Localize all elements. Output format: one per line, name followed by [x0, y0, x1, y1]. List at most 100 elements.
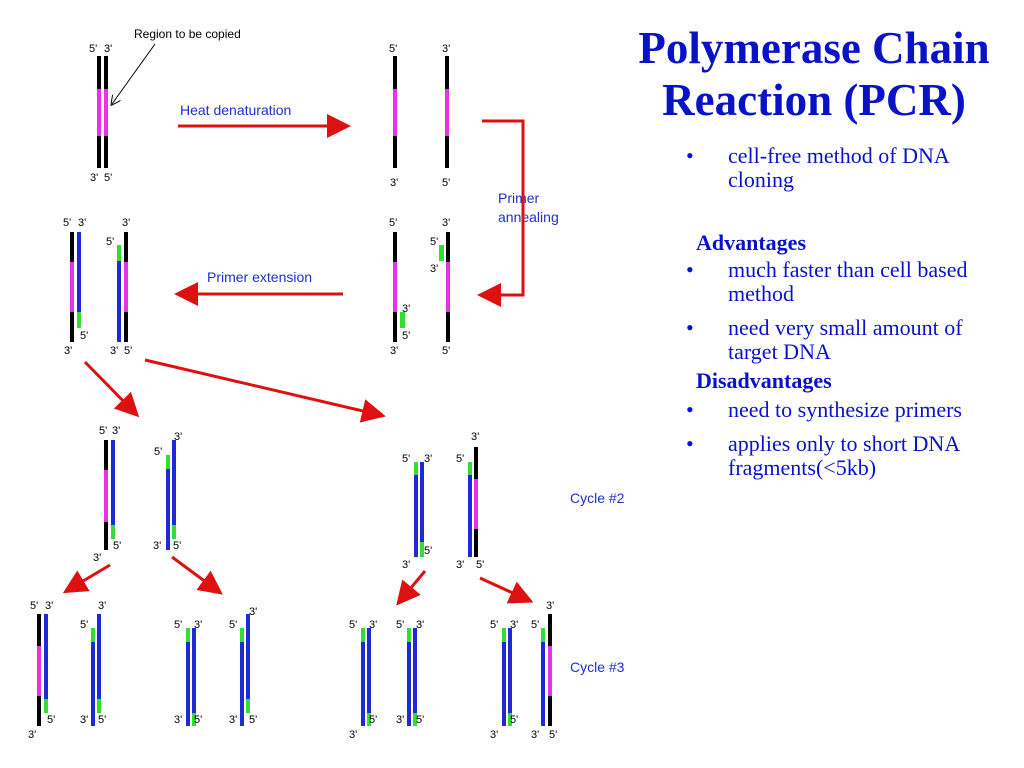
end-3-label: 3': [249, 606, 257, 618]
end-5-label: 5': [430, 236, 438, 248]
end-3-label: 3': [424, 453, 432, 465]
dna-segment: [468, 475, 472, 557]
primer: [468, 462, 472, 475]
end-3-label: 3': [416, 619, 424, 631]
advantages-heading: Advantages: [696, 230, 807, 255]
primer: [97, 699, 101, 713]
dna-segment: [548, 614, 552, 646]
process-arrows: [62, 114, 534, 606]
dna-segment: [413, 628, 417, 713]
dna-segment: [361, 642, 365, 726]
intro-bullet: • cell-free method of DNA cloning: [686, 144, 1014, 192]
end-5-label: 5': [456, 453, 464, 465]
bullet-dot: •: [686, 315, 694, 340]
end-3-label: 3': [456, 559, 464, 571]
end-5-label: 5': [47, 714, 55, 726]
end-5-label: 5': [510, 714, 518, 726]
end-5-label: 5': [549, 729, 557, 741]
dna-segment: [393, 89, 397, 136]
end-3-label: 3': [153, 540, 161, 552]
dna-segment: [117, 261, 121, 342]
end-5-label: 5': [416, 714, 424, 726]
dna-segment: [124, 232, 128, 262]
disadvantage-item: • applies only to short DNA fragments(<5…: [686, 432, 1014, 480]
dna-segment: [104, 522, 108, 550]
dna-segment: [393, 262, 397, 312]
dna-segment: [97, 614, 101, 699]
dna-segment: [37, 646, 41, 696]
dna-segment: [104, 89, 108, 136]
primer: [117, 245, 121, 261]
end-3-label: 3': [442, 43, 450, 55]
cycle-arrow-a: [83, 360, 140, 418]
end-3-label: 3': [390, 177, 398, 189]
dna-segment: [474, 529, 478, 557]
dna-segment: [186, 642, 190, 726]
end-5-label: 5': [194, 714, 202, 726]
primer: [166, 455, 170, 469]
end-5-label: 5': [389, 43, 397, 55]
dna-segment: [393, 312, 397, 342]
advantage-item: • need very small amount of target DNA: [686, 316, 1014, 364]
end-5-label: 5': [113, 540, 121, 552]
end-3-label: 3': [45, 600, 53, 612]
primer-annealing-label-2: annealing: [498, 209, 559, 225]
end-3-label: 3': [93, 552, 101, 564]
primer: [246, 699, 250, 713]
cycle-arrow-b: [144, 358, 386, 423]
dna-segment: [172, 440, 176, 525]
dna-segment: [111, 440, 115, 525]
primer: [400, 312, 405, 328]
primer: [508, 713, 512, 726]
end-5-label: 5': [349, 619, 357, 631]
primer-extension-label: Primer extension: [207, 269, 312, 285]
end-3-label: 3': [349, 729, 357, 741]
advantage-text: much faster than cell based method: [728, 257, 968, 306]
end-5-label: 5': [104, 172, 112, 184]
end-5-label: 5': [424, 545, 432, 557]
end-5-label: 5': [173, 540, 181, 552]
end-3-label: 3': [510, 619, 518, 631]
dna-segment: [508, 628, 512, 713]
dna-segment: [367, 628, 371, 713]
end-3-label: 3': [110, 345, 118, 357]
cycle-arrow-e: [396, 570, 427, 606]
intro-text: cell-free method of DNA cloning: [728, 143, 949, 192]
dna-segment: [474, 447, 478, 479]
cycle-arrow-c: [62, 563, 111, 594]
primer: [361, 628, 365, 642]
dna-segment: [420, 462, 424, 542]
end-5-label: 5': [442, 177, 450, 189]
dna-segment: [97, 89, 101, 136]
dna-segment: [166, 469, 170, 550]
dna-segment: [124, 262, 128, 312]
dna-segment: [474, 479, 478, 529]
end-3-label: 3': [402, 559, 410, 571]
bullet-dot: •: [686, 143, 694, 168]
primer: [407, 628, 411, 642]
strand-end-labels: 5' 3' 3' 5' 5' 3' 3' 5' 5' 3' 5' 3' 3' 5…: [28, 43, 557, 741]
end-5-label: 5': [396, 619, 404, 631]
end-3-label: 3': [64, 345, 72, 357]
annealing-arrow: [477, 119, 525, 307]
primer: [172, 525, 176, 539]
bullet-dot: •: [686, 431, 694, 456]
end-3-label: 3': [80, 714, 88, 726]
primer: [439, 245, 444, 261]
dna-segment: [37, 696, 41, 726]
dna-segment: [77, 232, 81, 312]
end-3-label: 3': [442, 217, 450, 229]
dna-segment: [44, 614, 48, 699]
primer-annealing-label-1: Primer: [498, 190, 540, 206]
end-3-label: 3': [194, 619, 202, 631]
page-title: Polymerase Chain Reaction (PCR): [638, 23, 990, 125]
primer: [367, 713, 371, 726]
end-5-label: 5': [30, 600, 38, 612]
dna-segment: [104, 440, 108, 470]
primer: [77, 312, 81, 328]
dna-segment: [445, 136, 449, 168]
end-3-label: 3': [90, 172, 98, 184]
dna-segment: [393, 136, 397, 168]
end-5-label: 5': [442, 345, 450, 357]
advantage-text: need very small amount of target DNA: [728, 315, 963, 364]
